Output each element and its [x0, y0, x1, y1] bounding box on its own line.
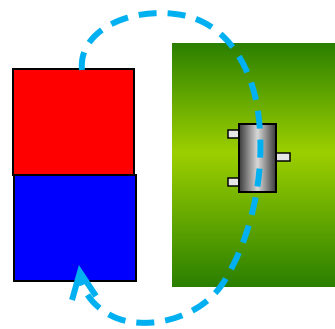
loop-arrow-head [69, 264, 99, 301]
red-block [12, 68, 135, 176]
loop-arrow-path [77, 10, 264, 326]
blue-block [13, 174, 137, 282]
chip-pin-right [275, 152, 291, 162]
loop-arrow [69, 10, 264, 326]
